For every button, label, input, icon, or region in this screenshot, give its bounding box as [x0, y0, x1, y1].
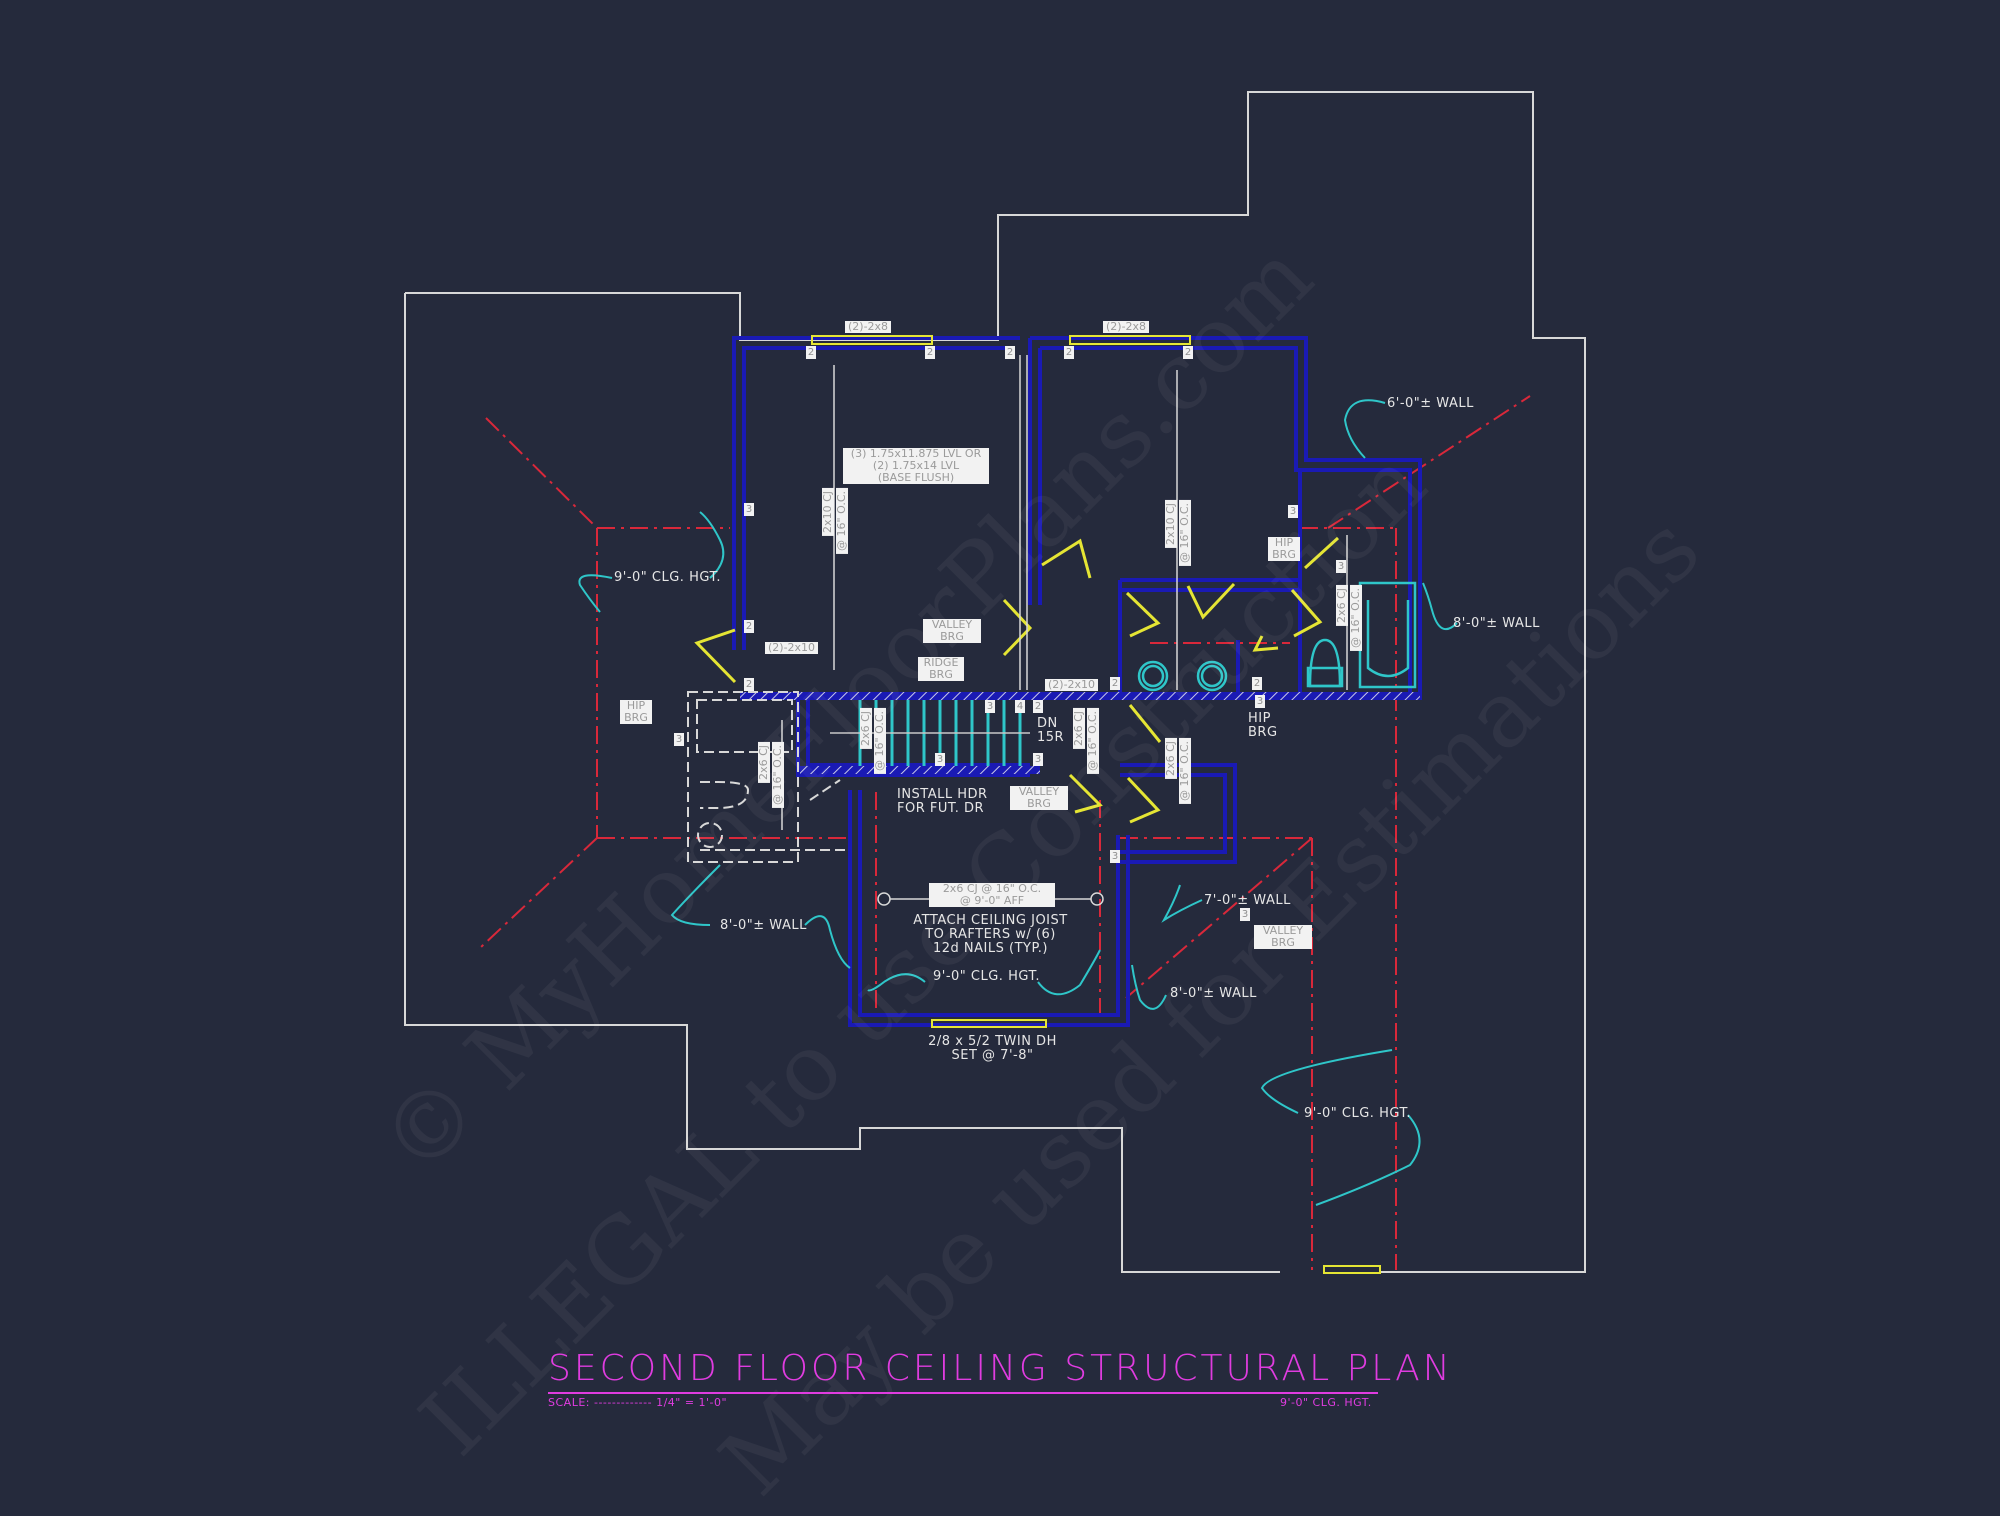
hip-brg-line2: BRG	[1248, 725, 1278, 740]
bearing-num: 3	[1288, 505, 1298, 518]
stair-direction: DN 15R	[1037, 717, 1064, 745]
cj-note-line1: 2x6 CJ @ 16" O.C.	[942, 882, 1042, 895]
header-tag-2x10-center: (2)-2x10	[1045, 679, 1099, 691]
ceiling-height-note: 9'-0" CLG. HGT.	[933, 969, 1040, 984]
header-tag-2x8-left: (2)-2x8	[845, 321, 892, 333]
existing-bath-fixtures	[687, 691, 850, 863]
bearing-num: 4	[1015, 700, 1025, 713]
bearing-num: 2	[1005, 346, 1015, 359]
bearing-num: 2	[806, 346, 816, 359]
cj-spacing-bath: @ 16" O.C.	[1349, 585, 1362, 651]
ceiling-height-note: 9'-0" CLG. HGT.	[1304, 1106, 1411, 1121]
bearing-num: 3	[744, 503, 754, 516]
install-hdr-line1: INSTALL HDR	[897, 787, 988, 802]
cj-spacing-wbath: @ 16" O.C.	[771, 742, 784, 808]
bearing-num: 3	[1240, 908, 1250, 921]
hip-brg-line1: HIP	[1248, 711, 1271, 726]
hip-brg-west-tag: HIP BRG	[620, 700, 652, 724]
window-line1: 2/8 x 5/2 TWIN DH	[928, 1034, 1057, 1049]
attach-line1: ATTACH CEILING JOIST	[913, 913, 1068, 928]
headers	[811, 335, 1381, 1274]
cj-spacing-b: @ 16" O.C.	[1178, 500, 1191, 566]
cj-note-line2: @ 9'-0" AFF	[959, 894, 1025, 907]
bearing-num: 2	[1033, 700, 1043, 713]
cj-tag-2x6-hall: 2x6 CJ	[1072, 708, 1085, 749]
scale-label: SCALE: ------------- 1/4" = 1'-0"	[548, 1396, 728, 1409]
bearing-num: 2	[1252, 677, 1262, 690]
leader-lines	[578, 399, 1458, 1206]
cj-spacing-hall: @ 16" O.C.	[1086, 708, 1099, 774]
wall-height-note: 8'-0"± WALL	[1170, 986, 1257, 1001]
cj-tag-2x6-bath: 2x6 CJ	[1335, 585, 1348, 626]
stair-risers: 15R	[1037, 730, 1065, 745]
valley-brg-stair-tag: VALLEY BRG	[1010, 786, 1068, 810]
ridge-brg-tag: RIDGE BRG	[918, 657, 964, 681]
cj-tag-2x6-wbath: 2x6 CJ	[757, 742, 770, 783]
bearing-num: 2	[1110, 677, 1120, 690]
cj-spec-tag: 2x6 CJ @ 16" O.C. @ 9'-0" AFF	[929, 883, 1055, 907]
bearing-num: 3	[1336, 560, 1346, 573]
attach-line2: TO RAFTERS w/ (6)	[925, 927, 1056, 942]
bearing-num: 2	[1064, 346, 1074, 359]
wall-height-note: 7'-0"± WALL	[1204, 893, 1291, 908]
cj-tag-2x10-b: 2x10 CJ	[1164, 500, 1177, 548]
cj-spacing-closet: @ 16" O.C.	[1178, 738, 1191, 804]
hip-brg-center-note: HIP BRG	[1248, 712, 1278, 740]
bath-fixtures	[1137, 581, 1417, 692]
header-tag-2x10-west: (2)-2x10	[765, 642, 819, 654]
bearing-num: 3	[935, 753, 945, 766]
title-underline	[548, 1392, 1378, 1394]
roof-outline	[404, 91, 1586, 1273]
lvl-beam-tag: (3) 1.75x11.875 LVL OR (2) 1.75x14 LVL (…	[843, 448, 989, 484]
bearing-num: 3	[1255, 695, 1265, 708]
bearing-num: 3	[985, 700, 995, 713]
window-note: 2/8 x 5/2 TWIN DH SET @ 7'-8"	[925, 1035, 1060, 1063]
hip-brg-ne-tag: HIP BRG	[1268, 537, 1300, 561]
bearing-num: 2	[925, 346, 935, 359]
header-tag-2x8-right: (2)-2x8	[1103, 321, 1150, 333]
bearing-wall-hatch	[740, 692, 1420, 700]
attach-line3: 12d NAILS (TYP.)	[933, 941, 1048, 956]
bearing-num: 2	[744, 620, 754, 633]
hip-valley-lines	[479, 395, 1531, 1270]
lvl-beam-line2: (2) 1.75x14 LVL	[872, 459, 960, 472]
window-line2: SET @ 7'-8"	[951, 1048, 1034, 1063]
wall-height-note: 8'-0"± WALL	[1453, 616, 1540, 631]
bearing-num: 3	[1033, 753, 1043, 766]
install-header-note: INSTALL HDR FOR FUT. DR	[897, 788, 988, 816]
lvl-beam-line3: (BASE FLUSH)	[877, 471, 955, 484]
wall-height-note: 6'-0"± WALL	[1387, 396, 1474, 411]
cj-tag-2x10-a: 2x10 CJ	[821, 488, 834, 536]
valley-brg-top-tag: VALLEY BRG	[923, 619, 981, 643]
door-swings	[694, 536, 1340, 824]
drawing-title: SECOND FLOOR CEILING STRUCTURAL PLAN	[548, 1348, 1453, 1389]
valley-brg-east-tag: VALLEY BRG	[1254, 925, 1312, 949]
cj-span-arrow	[781, 355, 1348, 906]
wall-height-note: 8'-0"± WALL	[720, 918, 807, 933]
bearing-num: 3	[674, 733, 684, 746]
stair-dn: DN	[1037, 716, 1058, 731]
cj-tag-2x6-closet: 2x6 CJ	[1164, 738, 1177, 779]
cj-spacing-stair: @ 16" O.C.	[873, 708, 886, 774]
title-ceiling-height: 9'-0" CLG. HGT.	[1280, 1396, 1372, 1409]
bearing-num: 2	[744, 678, 754, 691]
lvl-beam-line1: (3) 1.75x11.875 LVL OR	[850, 447, 982, 460]
cj-spacing-a: @ 16" O.C.	[835, 488, 848, 554]
bearing-num: 3	[1110, 850, 1120, 863]
attach-joist-note: ATTACH CEILING JOIST TO RAFTERS w/ (6) 1…	[908, 914, 1073, 956]
bearing-num: 2	[1183, 346, 1193, 359]
ceiling-height-note: 9'-0" CLG. HGT.	[614, 570, 721, 585]
stair-wall-hatch	[800, 766, 1040, 774]
install-hdr-line2: FOR FUT. DR	[897, 801, 985, 816]
cj-tag-2x6-stair: 2x6 CJ	[859, 708, 872, 749]
